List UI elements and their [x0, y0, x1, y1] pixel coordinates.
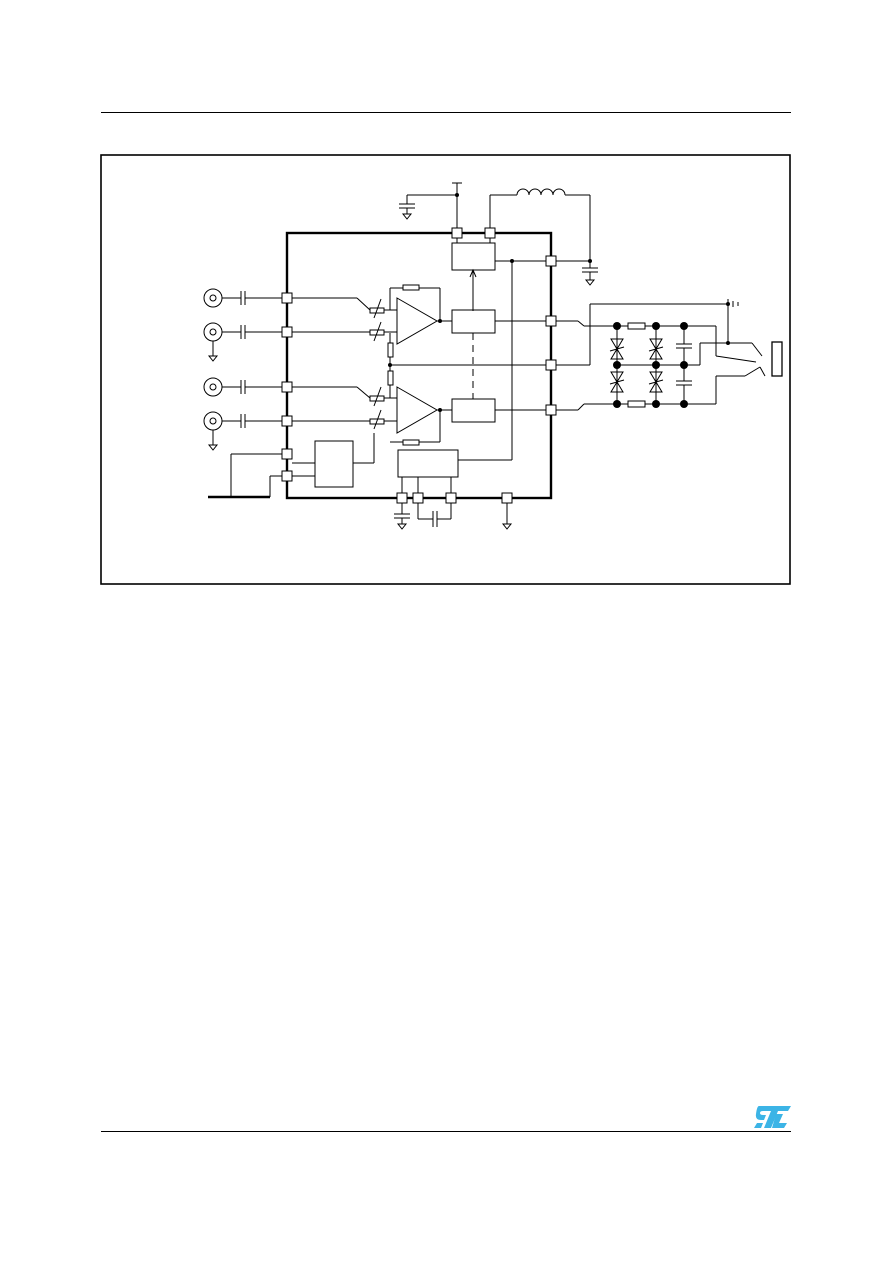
ic-pins [281, 227, 557, 504]
footer-rule [101, 1131, 791, 1132]
tvs-diodes [609, 338, 664, 393]
header-rule [101, 112, 791, 113]
figure-frame [100, 154, 791, 585]
headphone-jack [699, 326, 783, 404]
input-jacks [203, 288, 282, 451]
schematic-figure [100, 154, 791, 585]
st-logo-icon [754, 1106, 791, 1128]
